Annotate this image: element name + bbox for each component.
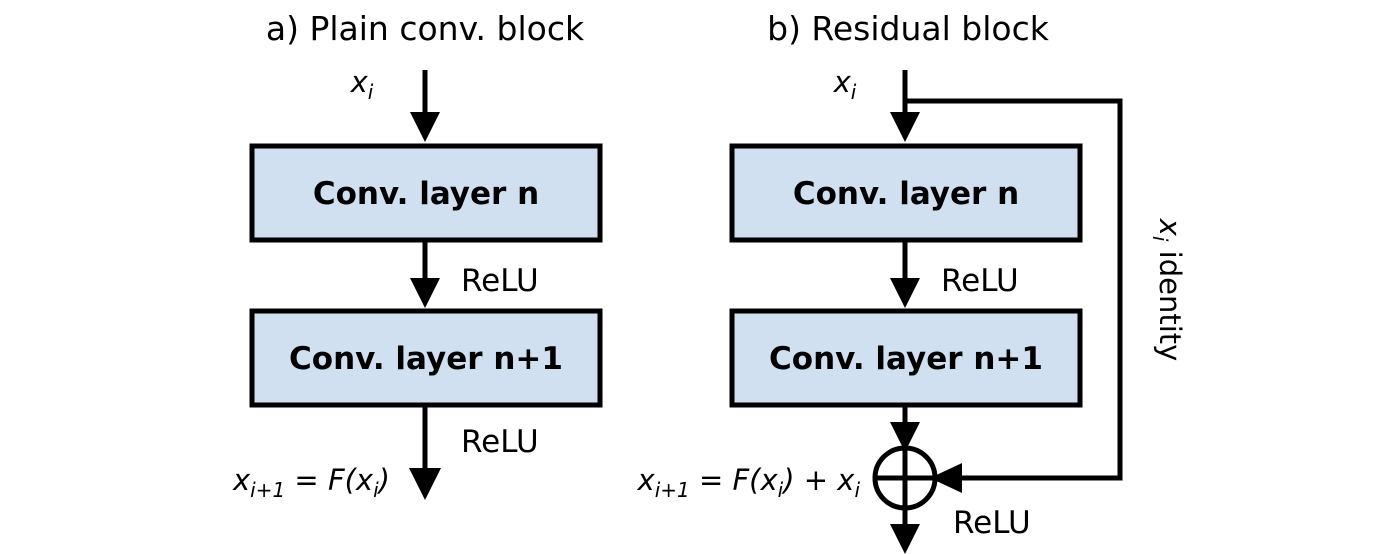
skip-label-var: x [1153,218,1187,237]
panel-a-eq-rel: = [285,463,328,497]
panel-b-relu1-arrow-head [890,278,920,308]
panel-a-relu1-arrow-head [410,278,440,308]
panel-b-eq-rhs: F(x [732,463,778,497]
panel-b-input-var: x [833,65,852,99]
panel-a-relu-label-2: ReLU [461,424,539,460]
panel-b-relu-label-2: ReLU [953,505,1031,541]
panel-a-input-var: x [350,65,369,99]
panel-plain-conv-block: a) Plain conv. block xi Conv. layer n Re… [232,9,603,502]
panel-b-eq-rel: = [690,463,733,497]
panel-a-output-equation: xi+1 = F(xi) [232,463,390,502]
panel-b-eq-rhs-tail-sub: i [854,478,860,502]
panel-b-conv-layer-n-label: Conv. layer n [793,176,1019,212]
panel-b-input-sub: i [851,80,857,104]
skip-label-sub: i [1148,236,1172,242]
panel-a-title: a) Plain conv. block [266,9,585,48]
panel-a-eq-rhs-tail: ) [377,463,390,497]
panel-b-eq-lhs-sub: i+1 [655,478,690,502]
panel-b-eq-lhs: x [637,463,656,497]
panel-b-relu-label-1: ReLU [941,263,1019,299]
panel-a-conv-layer-n1-label: Conv. layer n+1 [289,341,563,377]
panel-a-eq-rhs-sub: i [373,478,379,502]
panel-b-conv-layer-n-box[interactable] [729,143,1083,243]
panel-b-input-arrow-head [890,112,920,142]
panel-b-output-arrow-head [890,524,920,554]
panel-b-input-label: xi [833,65,857,104]
panel-b-adder-in-arrow-head [890,422,920,452]
skip-connection-path [905,98,1123,481]
panel-a-input-label: xi [350,65,374,104]
panel-a-input-sub: i [368,80,374,104]
panel-b-output-equation: xi+1 = F(xi) + xi [637,463,861,502]
skip-connection-arrow-head [930,463,962,493]
panel-b-conv-layer-n1-label: Conv. layer n+1 [769,341,1043,377]
panel-a-conv-layer-n-label: Conv. layer n [313,176,539,212]
addition-node[interactable] [872,445,938,511]
panel-b-title: b) Residual block [767,9,1050,48]
skip-connection-label: xi identity [1148,218,1187,362]
panel-a-relu-label-1: ReLU [461,263,539,299]
panel-a-eq-rhs: F(x [328,463,374,497]
panel-residual-block: b) Residual block xi xi identity Conv. l… [637,9,1187,554]
panel-a-input-arrow-head [410,112,440,142]
panel-a-eq-lhs-sub: i+1 [250,478,285,502]
panel-a-eq-lhs: x [232,463,251,497]
panel-b-eq-rhs-tail: ) + x [781,463,855,497]
panel-b-eq-rhs-sub: i [778,478,784,502]
panel-a-output-arrow-head [409,468,441,500]
skip-label-text: identity [1153,241,1187,361]
panel-a-conv-layer-n1-box[interactable] [249,308,603,408]
